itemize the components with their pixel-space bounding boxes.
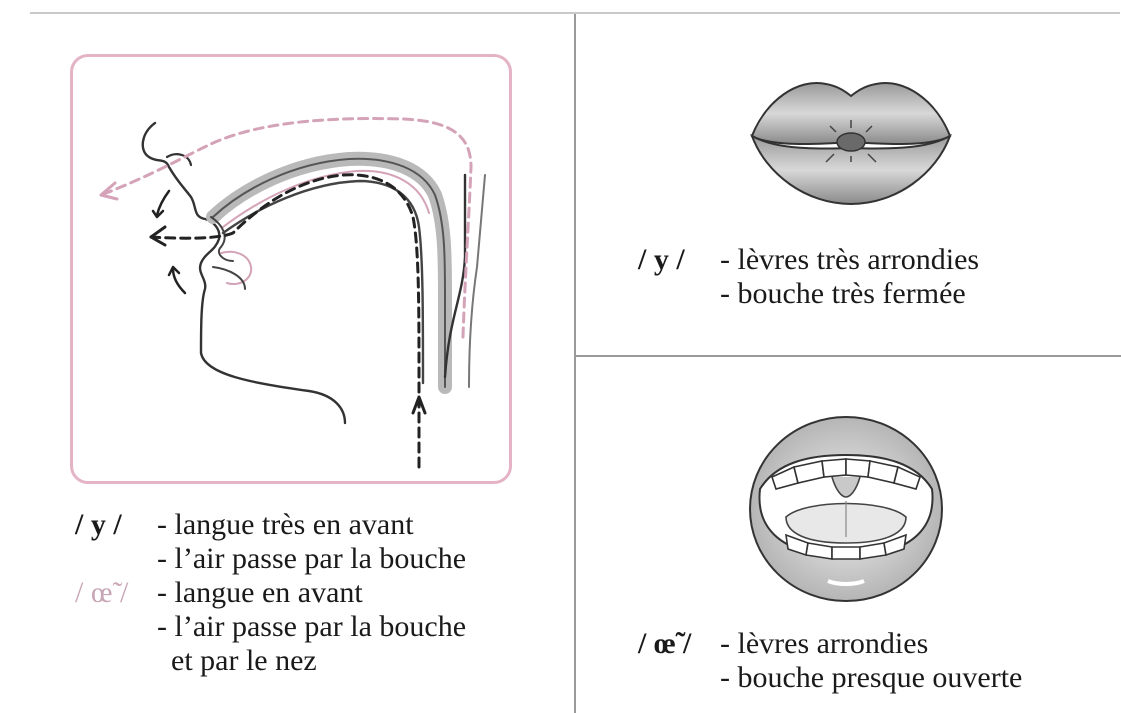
right-top-line-1: / y /- lèvres très arrondies — [638, 243, 979, 277]
symbol-oe-nasal-right: / œ̃ / — [638, 627, 720, 661]
left-line-3: / œ̃ /- langue en avant — [75, 576, 466, 610]
right-top-line-2: - bouche très fermée — [638, 277, 979, 311]
left-line-1-text: - langue très en avant — [157, 508, 414, 541]
left-panel: / y /- langue très en avant - l’air pass… — [0, 0, 574, 713]
right-top-description: / y /- lèvres très arrondies - bouche tr… — [638, 243, 979, 311]
right-bottom-line-1-text: - lèvres arrondies — [720, 627, 928, 660]
symbol-oe-nasal: / œ̃ / — [75, 576, 157, 610]
left-line-2: - l’air passe par la bouche — [75, 542, 466, 576]
open-mouth-illustration-icon — [746, 405, 946, 605]
left-line-1: / y /- langue très en avant — [75, 508, 466, 542]
left-line-3-text: - langue en avant — [157, 576, 363, 609]
right-bottom-description: / œ̃ /- lèvres arrondies - bouche presqu… — [638, 627, 1022, 695]
right-bottom-line-1: / œ̃ /- lèvres arrondies — [638, 627, 1022, 661]
right-bottom-line-2: - bouche presque ouverte — [638, 661, 1022, 695]
left-line-5: et par le nez — [75, 644, 466, 678]
symbol-y-right: / y / — [638, 243, 720, 277]
right-top-panel: / y /- lèvres très arrondies - bouche tr… — [576, 14, 1121, 355]
vocal-tract-frame — [70, 54, 512, 484]
left-description: / y /- langue très en avant - l’air pass… — [75, 508, 466, 678]
left-line-4: - l’air passe par la bouche — [75, 610, 466, 644]
vocal-tract-diagram-icon — [73, 57, 509, 481]
rounded-lips-illustration-icon — [746, 70, 956, 210]
right-bottom-panel: / œ̃ /- lèvres arrondies - bouche presqu… — [576, 357, 1121, 713]
right-top-line-1-text: - lèvres très arrondies — [720, 243, 979, 276]
symbol-y: / y / — [75, 508, 157, 542]
